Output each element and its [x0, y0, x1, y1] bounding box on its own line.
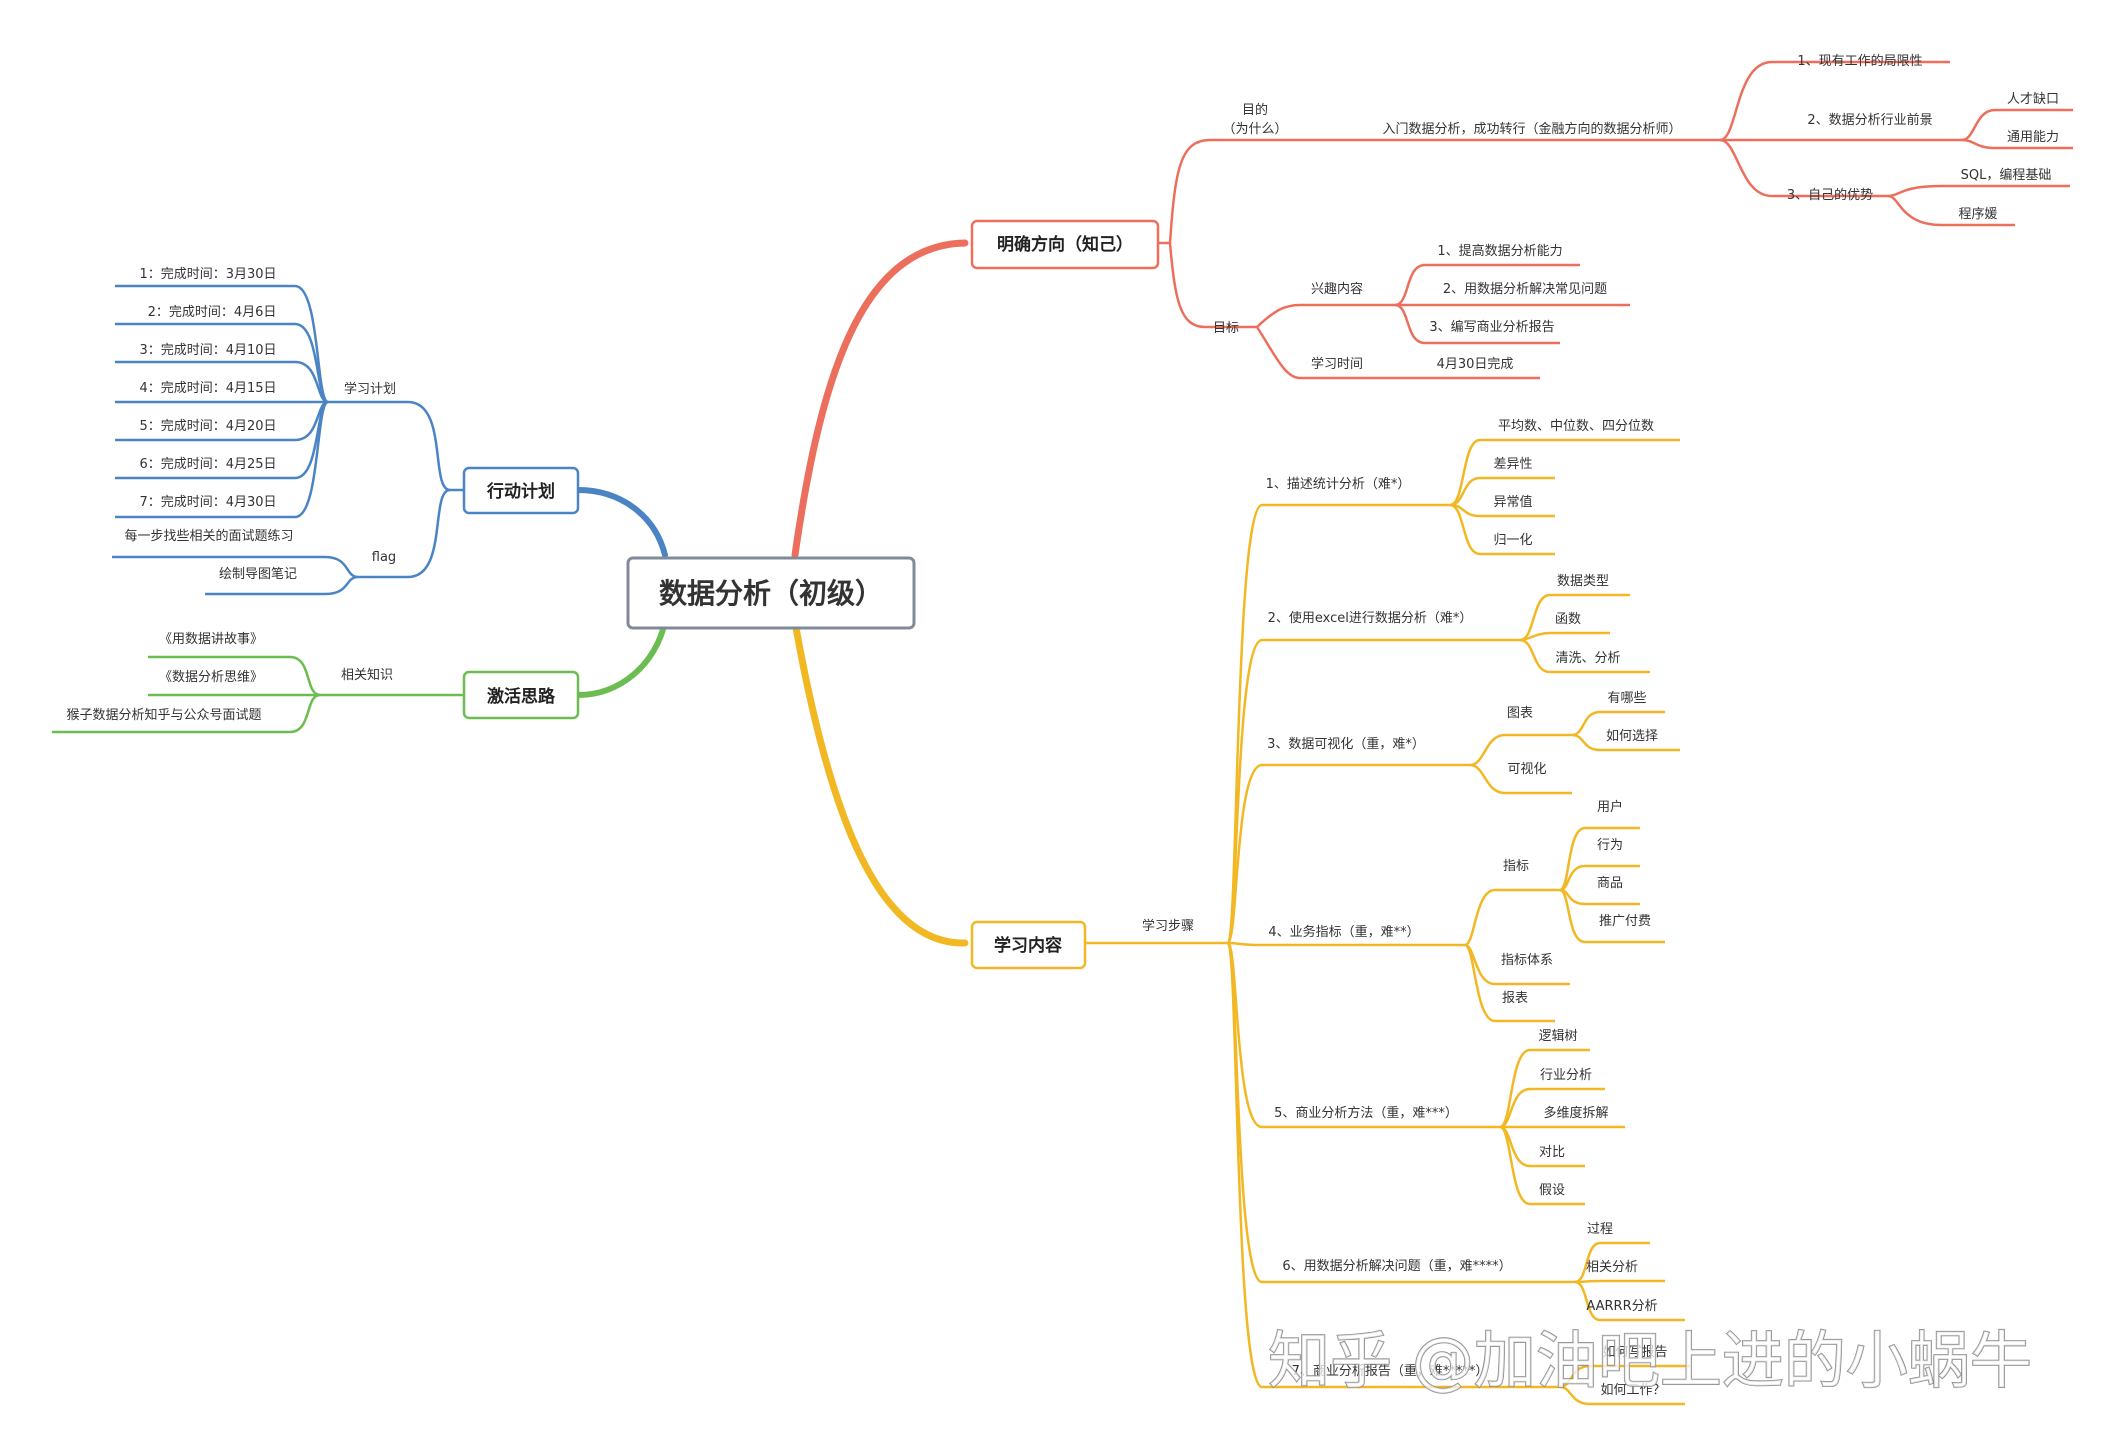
reason-3: 3、自己的优势 — [1787, 187, 1873, 203]
related-label: 相关知识 — [341, 667, 393, 683]
schedule-item-5: 6：完成时间：4月25日 — [139, 457, 276, 472]
step-3: 3、数据可视化（重，难*） — [1267, 736, 1425, 752]
ideas-title: 激活思路 — [487, 686, 556, 707]
reason-1: 1、现有工作的局限性 — [1797, 53, 1922, 69]
plan-branch — [112, 284, 464, 596]
content-branch — [1085, 438, 1690, 1406]
step-1-item-0: 平均数、中位数、四分位数 — [1498, 419, 1654, 434]
step-6-item-1: 相关分析 — [1586, 1260, 1638, 1275]
step-2-item-0: 数据类型 — [1557, 574, 1609, 589]
flag-item-0: 每一步找些相关的面试题练习 — [124, 528, 293, 544]
plan-labels: 学习计划 1：完成时间：3月30日 2：完成时间：4月6日 3：完成时间：4月1… — [124, 267, 396, 582]
step-4-metric-item-1: 行为 — [1597, 838, 1623, 853]
ideas-node-box — [462, 670, 580, 720]
schedule-label: 学习计划 — [344, 381, 396, 397]
step-1-item-2: 异常值 — [1493, 494, 1532, 510]
schedule-item-1: 2：完成时间：4月6日 — [148, 305, 277, 320]
step-4: 4、业务指标（重，难**） — [1268, 924, 1419, 940]
schedule-item-3: 4：完成时间：4月15日 — [139, 381, 276, 396]
step-6: 6、用数据分析解决问题（重，难****） — [1282, 1258, 1511, 1274]
interest-item-2: 3、编写商业分析报告 — [1429, 320, 1554, 335]
reason-3-item-0: SQL，编程基础 — [1961, 168, 2052, 183]
direction-title: 明确方向（知己） — [997, 234, 1133, 255]
step-5-item-4: 假设 — [1539, 1183, 1565, 1198]
schedule-item-6: 7：完成时间：4月30日 — [139, 495, 276, 510]
step-4-metric-item-0: 用户 — [1597, 799, 1623, 815]
branch-line-ideas — [575, 619, 668, 698]
flag-item-1: 绘制导图笔记 — [219, 566, 297, 582]
schedule-item-0: 1：完成时间：3月30日 — [139, 267, 276, 282]
step-4-report: 报表 — [1502, 991, 1528, 1006]
step-5-item-3: 对比 — [1539, 1145, 1565, 1160]
step-6-item-2: AARRR分析 — [1586, 1299, 1657, 1314]
goal-label: 目标 — [1213, 321, 1239, 336]
study-time-label: 学习时间 — [1311, 356, 1363, 372]
purpose-text: 入门数据分析，成功转行（金融方向的数据分析师） — [1382, 121, 1681, 137]
interest-item-0: 1、提高数据分析能力 — [1437, 243, 1562, 259]
step-7: 7、商业分析报告（重，难*****） — [1292, 1363, 1489, 1379]
ideas-item-0: 《用数据讲故事》 — [159, 632, 263, 647]
ideas-branch — [52, 655, 464, 734]
step-2-item-1: 函数 — [1555, 612, 1581, 627]
step-3-visual: 可视化 — [1507, 762, 1546, 777]
direction-node-box — [970, 219, 1160, 270]
step-5-item-2: 多维度拆解 — [1543, 1105, 1608, 1121]
direction-branch — [1158, 60, 2073, 380]
reason-2-item-0: 人才缺口 — [2007, 92, 2059, 107]
ideas-item-1: 《数据分析思维》 — [159, 670, 263, 685]
step-7-item-0: 如何写报告 — [1602, 1344, 1667, 1360]
schedule-item-2: 3：完成时间：4月10日 — [139, 343, 276, 358]
step-7-item-1: 如何工作？ — [1600, 1382, 1665, 1398]
step-2: 2、使用excel进行数据分析（难*） — [1268, 610, 1473, 626]
content-title: 学习内容 — [994, 935, 1062, 956]
step-4-metric-item-3: 推广付费 — [1599, 914, 1651, 929]
direction-labels: 目的 （为什么） 入门数据分析，成功转行（金融方向的数据分析师） 1、现有工作的… — [1213, 53, 2059, 372]
steps-label: 学习步骤 — [1142, 918, 1194, 934]
step-2-item-2: 清洗、分析 — [1555, 651, 1620, 666]
step-3-chart-item-1: 如何选择 — [1606, 728, 1658, 744]
flag-label: flag — [372, 550, 396, 565]
step-3-chart: 图表 — [1507, 706, 1533, 721]
step-5-item-0: 逻辑树 — [1538, 1029, 1577, 1044]
plan-title: 行动计划 — [486, 481, 555, 502]
step-4-metric: 指标 — [1503, 859, 1529, 874]
interest-label: 兴趣内容 — [1311, 281, 1363, 297]
step-5-item-1: 行业分析 — [1540, 1068, 1592, 1083]
step-4-system: 指标体系 — [1501, 953, 1553, 968]
reason-3-item-1: 程序媛 — [1958, 207, 1997, 222]
center-node-box — [626, 556, 916, 630]
branch-line-content — [791, 618, 969, 947]
schedule-item-4: 5：完成时间：4月20日 — [139, 419, 276, 434]
step-5: 5、商业分析方法（重，难***） — [1274, 1105, 1458, 1121]
ideas-item-2: 猴子数据分析知乎与公众号面试题 — [66, 707, 261, 723]
ideas-labels: 相关知识 《用数据讲故事》 《数据分析思维》 猴子数据分析知乎与公众号面试题 — [66, 632, 393, 723]
step-3-chart-item-0: 有哪些 — [1607, 691, 1646, 706]
step-1-item-1: 差异性 — [1493, 457, 1532, 472]
branch-line-direction — [791, 239, 969, 559]
center-title: 数据分析（初级） — [659, 577, 883, 610]
reason-2: 2、数据分析行业前景 — [1807, 112, 1932, 128]
content-labels: 学习步骤 1、描述统计分析（难*） 平均数、中位数、四分位数 差异性 异常值 归… — [1142, 419, 1668, 1398]
interest-item-1: 2、用数据分析解决常见问题 — [1443, 282, 1607, 297]
study-time-value: 4月30日完成 — [1437, 357, 1514, 372]
content-node-box — [970, 920, 1087, 970]
branch-line-plan — [575, 487, 668, 558]
plan-node-box — [462, 466, 580, 515]
purpose-label-sub: （为什么） — [1222, 122, 1287, 137]
reason-2-item-1: 通用能力 — [2007, 130, 2059, 145]
step-4-metric-item-2: 商品 — [1597, 876, 1623, 891]
step-1-item-3: 归一化 — [1493, 533, 1532, 548]
watermark: 知乎 @加油吧上进的小蜗牛 — [1268, 1324, 2032, 1397]
purpose-label: 目的 — [1242, 102, 1268, 118]
step-1: 1、描述统计分析（难*） — [1266, 477, 1411, 492]
step-6-item-0: 过程 — [1587, 1222, 1613, 1237]
